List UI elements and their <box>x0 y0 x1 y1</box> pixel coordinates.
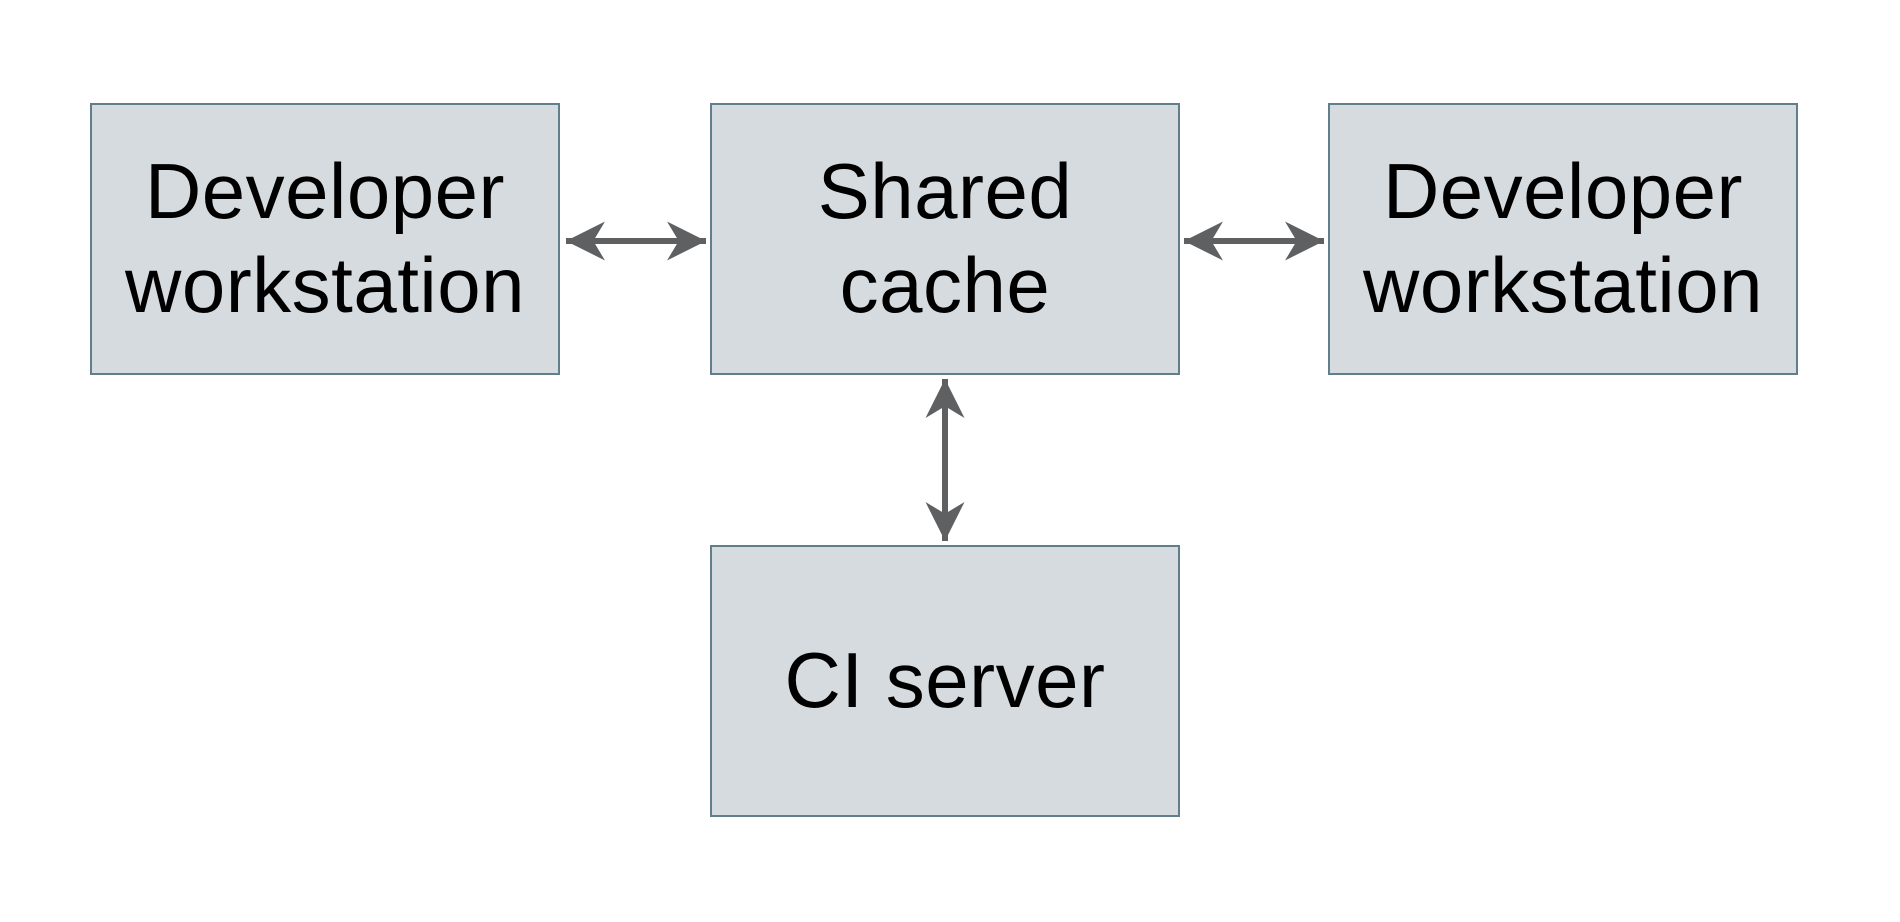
node-label: CI server <box>784 636 1106 725</box>
node-developer-workstation-right: Developer workstation <box>1328 103 1798 375</box>
node-developer-workstation-left: Developer workstation <box>90 103 560 375</box>
node-shared-cache: Shared cache <box>710 103 1180 375</box>
node-ci-server: CI server <box>710 545 1180 817</box>
node-label: Developer workstation <box>1363 147 1763 329</box>
node-label: Shared cache <box>817 147 1073 329</box>
node-label: Developer workstation <box>125 147 525 329</box>
